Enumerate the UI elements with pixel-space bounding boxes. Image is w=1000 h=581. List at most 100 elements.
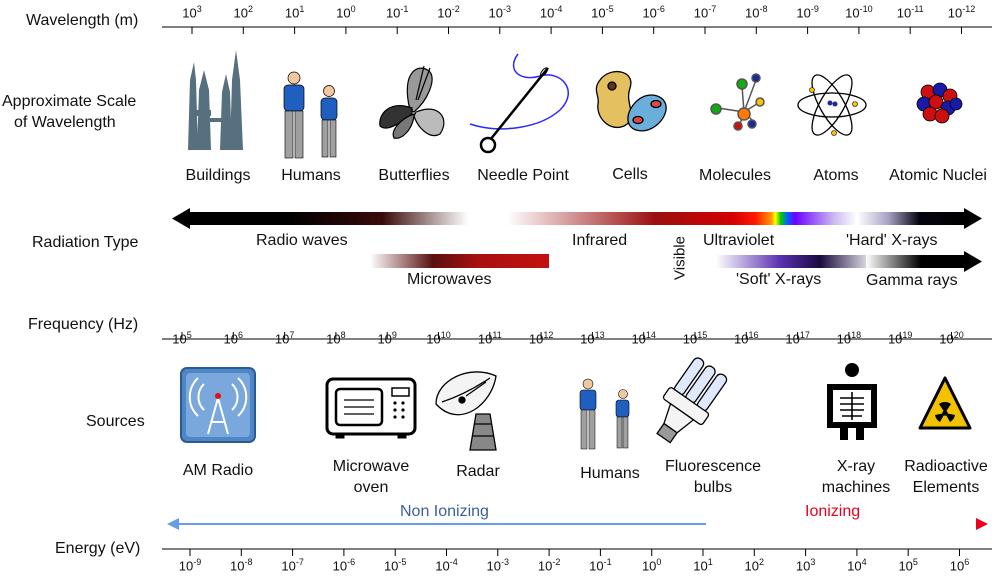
wavelength-tick-label: 10-5 <box>591 4 614 21</box>
radar-caption: Radar <box>456 463 500 480</box>
frequency-tick-label: 1016 <box>734 330 759 347</box>
energy-row-label: Energy (eV) <box>55 540 141 557</box>
humans-source-caption: Humans <box>580 465 640 482</box>
radio-waves-label: Radio waves <box>256 232 348 249</box>
radioactive-caption-line1: Radioactive <box>904 458 988 475</box>
nucleus-icon <box>916 82 963 124</box>
wavelength-tick-label: 10-3 <box>488 4 512 21</box>
frequency-tick-marks <box>181 332 952 339</box>
fluorescent-bulb-icon <box>656 357 728 444</box>
visible-label: Visible <box>671 236 689 280</box>
am-radio-icon <box>180 367 256 443</box>
wavelength-tick-label: 10-4 <box>539 4 563 21</box>
wavelength-tick-marks <box>191 27 962 34</box>
gamma-rays-label: Gamma rays <box>866 272 958 289</box>
atoms-caption: Atoms <box>813 167 859 184</box>
fluorescence-caption-line2: bulbs <box>693 479 733 496</box>
buildings-icon <box>188 50 243 150</box>
wavelength-tick-label: 10-11 <box>896 4 924 21</box>
energy-tick-label: 105 <box>898 557 918 574</box>
molecules-caption: Molecules <box>698 167 772 184</box>
buildings-caption: Buildings <box>185 167 251 184</box>
microwave-oven-caption-line2: oven <box>353 479 389 496</box>
ionizing-arrow <box>706 518 988 530</box>
frequency-tick-label: 1019 <box>887 330 913 347</box>
energy-tick-label: 10-2 <box>537 557 561 574</box>
frequency-tick-label: 109 <box>377 330 397 347</box>
radiation-main-arrow <box>172 208 982 229</box>
energy-tick-label: 106 <box>949 557 970 574</box>
energy-tick-label: 10-8 <box>230 557 253 574</box>
ionizing-label: Ionizing <box>805 503 861 520</box>
gamma-rays-arrow <box>866 251 982 272</box>
needle-icon <box>469 53 569 154</box>
energy-tick-marks <box>189 549 960 556</box>
am-radio-caption: AM Radio <box>182 462 254 479</box>
frequency-tick-label: 1017 <box>785 330 810 347</box>
xray-machine-icon <box>827 363 877 440</box>
energy-tick-label: 104 <box>847 557 867 574</box>
cells-caption: Cells <box>612 166 648 183</box>
wavelength-tick-label: 101 <box>284 4 305 21</box>
wavelength-tick-label: 10-9 <box>796 4 819 21</box>
non-ionizing-label: Non Ionizing <box>400 503 489 520</box>
butterfly-icon <box>379 65 445 139</box>
microwave-oven-caption-line1: Microwave <box>332 458 410 475</box>
energy-tick-label: 10-4 <box>435 557 458 574</box>
humans-caption: Humans <box>281 167 341 184</box>
wavelength-tick-label: 10-10 <box>845 4 873 21</box>
wavelength-tick-label: 10-12 <box>947 4 976 21</box>
non-ionizing-arrow <box>167 518 706 530</box>
wavelength-tick-label: 10-6 <box>642 4 665 21</box>
wavelength-tick-label: 10-8 <box>745 4 768 21</box>
wavelength-tick-label: 10-1 <box>385 4 409 21</box>
ultraviolet-label: Ultraviolet <box>703 232 775 249</box>
energy-tick-label: 103 <box>795 557 816 574</box>
wavelength-tick-label: 10-7 <box>693 4 717 21</box>
radioactive-caption-line2: Elements <box>912 479 980 496</box>
xray-caption-line1: X-ray <box>836 458 876 475</box>
atom-icon <box>797 74 867 136</box>
frequency-tick-label: 105 <box>172 330 192 347</box>
sources-row-label: Sources <box>86 413 145 430</box>
infrared-label: Infrared <box>572 232 628 249</box>
frequency-tick-label: 107 <box>274 330 295 347</box>
atomic-nuclei-caption: Atomic Nuclei <box>889 167 987 184</box>
soft-xrays-bar <box>716 255 876 268</box>
frequency-tick-label: 1015 <box>682 330 708 347</box>
energy-tick-label: 102 <box>744 557 765 574</box>
frequency-tick-label: 108 <box>326 330 346 347</box>
energy-tick-label: 10-9 <box>178 557 202 574</box>
wavelength-tick-label: 102 <box>233 4 254 21</box>
microwaves-label: Microwaves <box>407 271 492 288</box>
fluorescence-caption-line1: Fluorescence <box>664 458 762 475</box>
frequency-tick-label: 1012 <box>528 330 554 347</box>
scale-row-label-line1: Approximate Scale <box>2 93 137 110</box>
energy-tick-label: 10-3 <box>486 557 510 574</box>
cells-icon <box>595 70 667 132</box>
radiation-row-label: Radiation Type <box>32 234 139 251</box>
molecule-icon <box>710 73 765 131</box>
xray-caption-line2: machines <box>821 479 891 496</box>
needle-point-caption: Needle Point <box>477 167 569 184</box>
frequency-tick-label: 1010 <box>426 330 451 347</box>
frequency-tick-label: 1018 <box>836 330 862 347</box>
microwaves-bar <box>370 254 549 268</box>
frequency-tick-label: 1011 <box>477 330 502 347</box>
microwave-buttons <box>393 401 405 419</box>
energy-tick-label: 10-7 <box>281 557 304 574</box>
energy-tick-label: 10-1 <box>589 557 612 574</box>
butterflies-caption: Butterflies <box>378 167 450 184</box>
wavelength-tick-label: 103 <box>182 4 202 21</box>
radar-icon <box>435 371 497 451</box>
microwave-oven-icon <box>325 377 417 439</box>
wavelength-row-label: Wavelength (m) <box>26 12 139 29</box>
frequency-tick-label: 106 <box>223 330 244 347</box>
frequency-row-label: Frequency (Hz) <box>28 316 139 333</box>
scale-row-label-line2: of Wavelength <box>14 114 116 131</box>
humans-source-icon <box>579 378 630 450</box>
frequency-tick-label: 1014 <box>631 330 656 347</box>
wavelength-tick-label: 100 <box>336 4 356 21</box>
soft-xrays-label: 'Soft' X-rays <box>736 271 822 288</box>
